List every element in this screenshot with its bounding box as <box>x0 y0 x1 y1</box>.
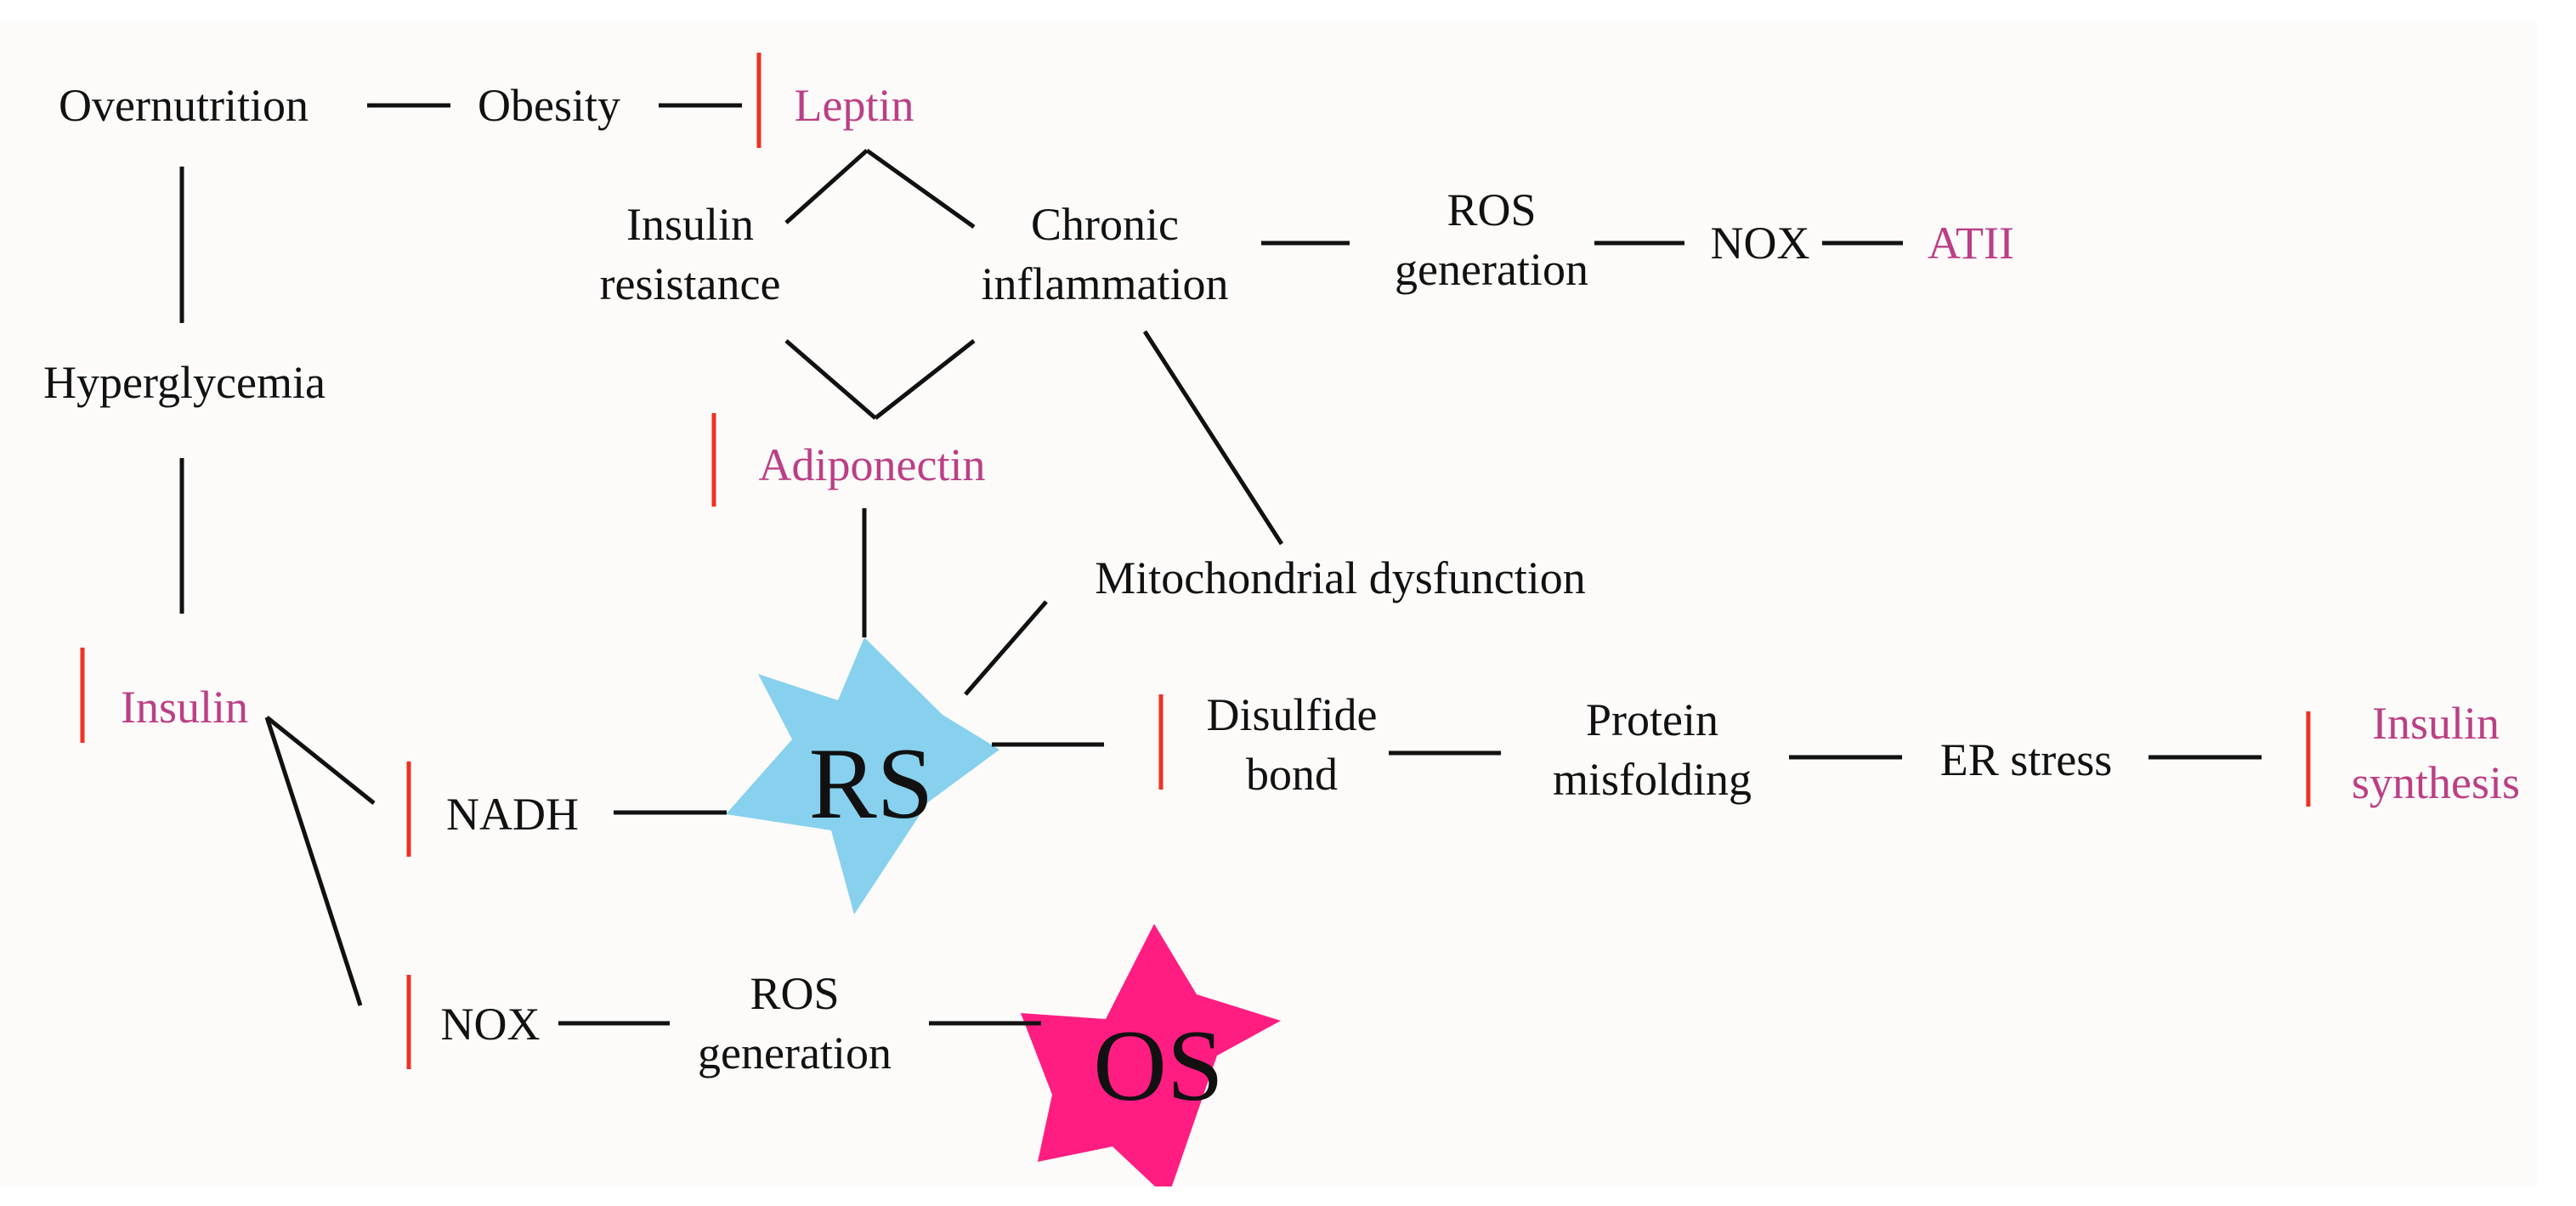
diagram-canvas <box>0 20 2537 1186</box>
arrow-leptin-insulin-resistance <box>784 149 869 224</box>
arrow-insulin-nadh <box>265 716 376 805</box>
diagram-background <box>0 20 2537 1186</box>
insulin-synthesis-label: Insulin synthesis <box>2351 698 2521 808</box>
ros-generation-top-label: ROS generation <box>1395 184 1588 295</box>
obesity-label: Obesity <box>478 80 620 131</box>
er-stress-label: ER stress <box>1939 734 2113 785</box>
nadh-label: NADH <box>446 789 579 840</box>
hyperglycemia-label: Hyperglycemia <box>43 357 326 408</box>
diagram-panel: Overnutrition Obesity Leptin Insulin res… <box>0 20 2537 1186</box>
os-burst-shape <box>1021 924 1281 1186</box>
arrow-rs-mitochondrial <box>964 600 1048 696</box>
arrow-insulin-nox <box>264 716 363 1006</box>
leptin-label: Leptin <box>794 80 914 131</box>
arrow-mitochondrial-chronic-inflammation <box>1142 330 1284 546</box>
chronic-inflammation-label: Chronic inflammation <box>981 199 1229 309</box>
ros-generation-bottom-label: ROS generation <box>698 968 892 1079</box>
insulin-label: Insulin <box>120 682 249 733</box>
rs-label: RS <box>808 727 934 840</box>
atii-label: ATII <box>1928 218 2014 269</box>
overnutrition-label: Overnutrition <box>59 80 309 131</box>
arrow-adiponectin-insulin-resistance <box>784 339 877 420</box>
insulin-resistance-label: Insulin resistance <box>599 199 781 309</box>
nox-bottom-label: NOX <box>440 999 541 1050</box>
adiponectin-label: Adiponectin <box>758 439 986 490</box>
protein-misfolding-label: Protein misfolding <box>1552 694 1752 805</box>
arrow-leptin-chronic-inflammation <box>865 148 976 229</box>
disulfide-bond-label: Disulfide bond <box>1206 689 1378 800</box>
nox-top-label: NOX <box>1710 218 1810 269</box>
arrow-adiponectin-chronic-inflammation <box>874 339 976 420</box>
rs-burst-shape <box>726 637 999 914</box>
os-label: OS <box>1093 1009 1224 1122</box>
mitochondrial-dysfunction-label: Mitochondrial dysfunction <box>1095 552 1586 603</box>
